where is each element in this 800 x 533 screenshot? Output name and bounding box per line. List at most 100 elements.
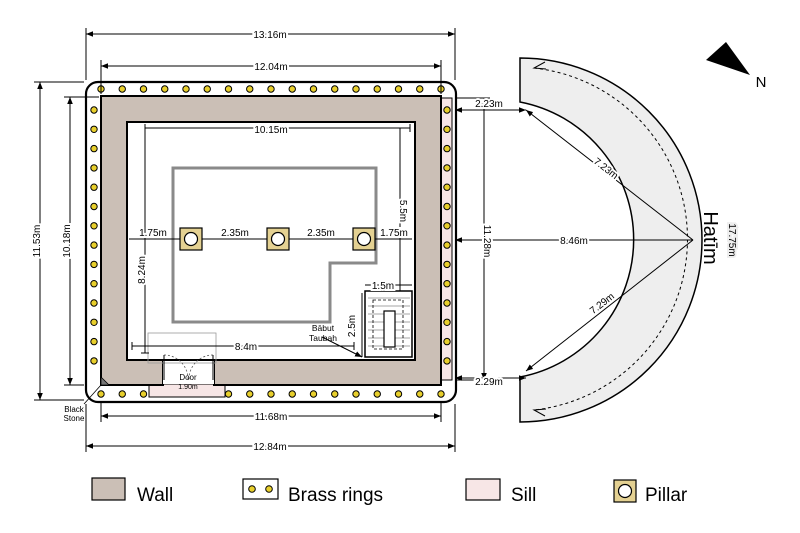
brass-ring bbox=[443, 337, 451, 346]
brass-ring bbox=[90, 222, 98, 230]
hatim-arrow-top bbox=[532, 61, 547, 70]
pillars bbox=[179, 227, 376, 251]
pillar bbox=[179, 227, 203, 251]
brass-ring bbox=[394, 85, 403, 93]
brass-ring bbox=[443, 299, 451, 307]
kaaba-wall bbox=[100, 95, 442, 386]
brass-ring bbox=[443, 241, 451, 249]
brass-ring bbox=[437, 390, 445, 398]
brass-ring bbox=[224, 390, 233, 398]
brass-ring bbox=[90, 318, 98, 326]
brass-ring bbox=[443, 164, 451, 172]
hatim-dashed-arc bbox=[533, 67, 688, 411]
dim-top-inner: 12.04m bbox=[254, 62, 287, 73]
brass-ring bbox=[443, 318, 451, 326]
dim-gap-top: 2.23m bbox=[475, 99, 503, 110]
wall-swatch bbox=[91, 477, 126, 501]
brass-ring bbox=[246, 390, 254, 398]
brass-ring bbox=[373, 85, 381, 93]
dim-pillar-gap-right: 1.75m bbox=[380, 228, 408, 239]
brass-ring bbox=[246, 85, 254, 93]
inner-floor-outline bbox=[171, 166, 378, 324]
dim-pillar-gap-1: 2.35m bbox=[221, 228, 249, 239]
dim-radius-mid: 8.46m bbox=[560, 236, 588, 247]
brass-ring bbox=[224, 85, 233, 93]
brass-ring bbox=[97, 390, 105, 398]
compass-label: N bbox=[756, 74, 767, 91]
legend-sill-label: Sill bbox=[511, 485, 536, 506]
brass-ring bbox=[443, 144, 451, 153]
dim-bottom-floor: 8.4m bbox=[235, 342, 257, 353]
brass-ring bbox=[331, 390, 339, 398]
dim-left-inner: 10.18m bbox=[62, 224, 73, 257]
north-arrow-icon bbox=[706, 42, 750, 75]
brass-ring bbox=[267, 390, 275, 398]
brass-ring bbox=[309, 390, 318, 398]
black-stone-label-line1: Black bbox=[64, 405, 85, 414]
brass-ring bbox=[118, 390, 126, 398]
brass-ring bbox=[90, 183, 98, 191]
dim-pillar-gap-2: 2.35m bbox=[307, 228, 335, 239]
brass-ring bbox=[161, 85, 169, 93]
dim-pillar-gap-left: 1.75m bbox=[139, 228, 167, 239]
brass-ring bbox=[331, 85, 339, 93]
brass-ring bbox=[288, 390, 296, 398]
hatim-label: Hatīm bbox=[699, 211, 721, 264]
hatim-arrow-bottom bbox=[532, 408, 547, 417]
brass-ring bbox=[352, 85, 360, 93]
babut-label-line1: Bābut bbox=[312, 323, 335, 333]
brass-rings bbox=[90, 85, 451, 398]
door-opening bbox=[163, 361, 214, 384]
brass-ring bbox=[309, 85, 318, 93]
sill-swatch bbox=[465, 478, 501, 501]
dim-left-outer: 11.53m bbox=[32, 225, 43, 258]
brass-ring bbox=[90, 125, 98, 134]
dim-interior-height: 8.24m bbox=[137, 256, 148, 284]
brass-ring bbox=[352, 390, 360, 398]
dim-stair-height: 2.5m bbox=[347, 315, 358, 337]
brass-ring bbox=[90, 357, 98, 365]
exterior-dimension-lines bbox=[34, 28, 694, 452]
dim-hatim-length: 17.75m bbox=[726, 223, 737, 256]
dim-interior-width: 10.15m bbox=[254, 125, 287, 136]
legend: Wall Brass rings Sill Pillar bbox=[91, 477, 688, 506]
babut-taubah-staircase bbox=[364, 290, 413, 358]
legend-pillar-label: Pillar bbox=[645, 485, 688, 506]
brass-ring bbox=[90, 337, 98, 346]
legend-wall-label: Wall bbox=[137, 485, 173, 506]
brass-ring bbox=[90, 299, 98, 307]
brass-ring bbox=[267, 85, 275, 93]
brass-ring bbox=[443, 260, 451, 269]
black-stone-corner bbox=[100, 376, 110, 386]
pillar-swatch bbox=[613, 479, 637, 503]
brass-ring bbox=[443, 125, 451, 134]
black-stone-leader bbox=[83, 384, 102, 405]
brass-ring bbox=[394, 390, 403, 398]
dim-floor-height: 5.5m bbox=[397, 200, 408, 222]
brass-ring bbox=[416, 390, 424, 398]
pillar bbox=[266, 227, 290, 251]
dim-bottom-inner: 11.68m bbox=[255, 412, 288, 423]
brass-ring bbox=[90, 202, 98, 211]
door-width-label: 1.90m bbox=[178, 384, 198, 391]
black-stone-label-line2: Stone bbox=[64, 414, 85, 423]
brass-ring bbox=[139, 390, 148, 398]
brass-ring bbox=[90, 260, 98, 269]
brass-ring bbox=[90, 241, 98, 249]
brass-ring bbox=[443, 357, 451, 365]
brass-ring bbox=[373, 390, 381, 398]
brass-ring bbox=[203, 85, 211, 93]
brass-ring bbox=[139, 85, 148, 93]
door-label: Door bbox=[179, 373, 197, 382]
dim-gap-bottom: 2.29m bbox=[475, 377, 503, 388]
babut-label-line2: Taubah bbox=[309, 333, 337, 343]
brass-ring bbox=[443, 202, 451, 211]
brass-rings-swatch bbox=[242, 478, 279, 500]
pillar bbox=[352, 227, 376, 251]
dim-right-height: 11.28m bbox=[481, 225, 492, 258]
brass-ring bbox=[443, 222, 451, 230]
dim-stair-width: 1.5m bbox=[372, 281, 394, 292]
dim-bottom-outer: 12.84m bbox=[253, 442, 286, 453]
brass-ring bbox=[443, 280, 451, 288]
